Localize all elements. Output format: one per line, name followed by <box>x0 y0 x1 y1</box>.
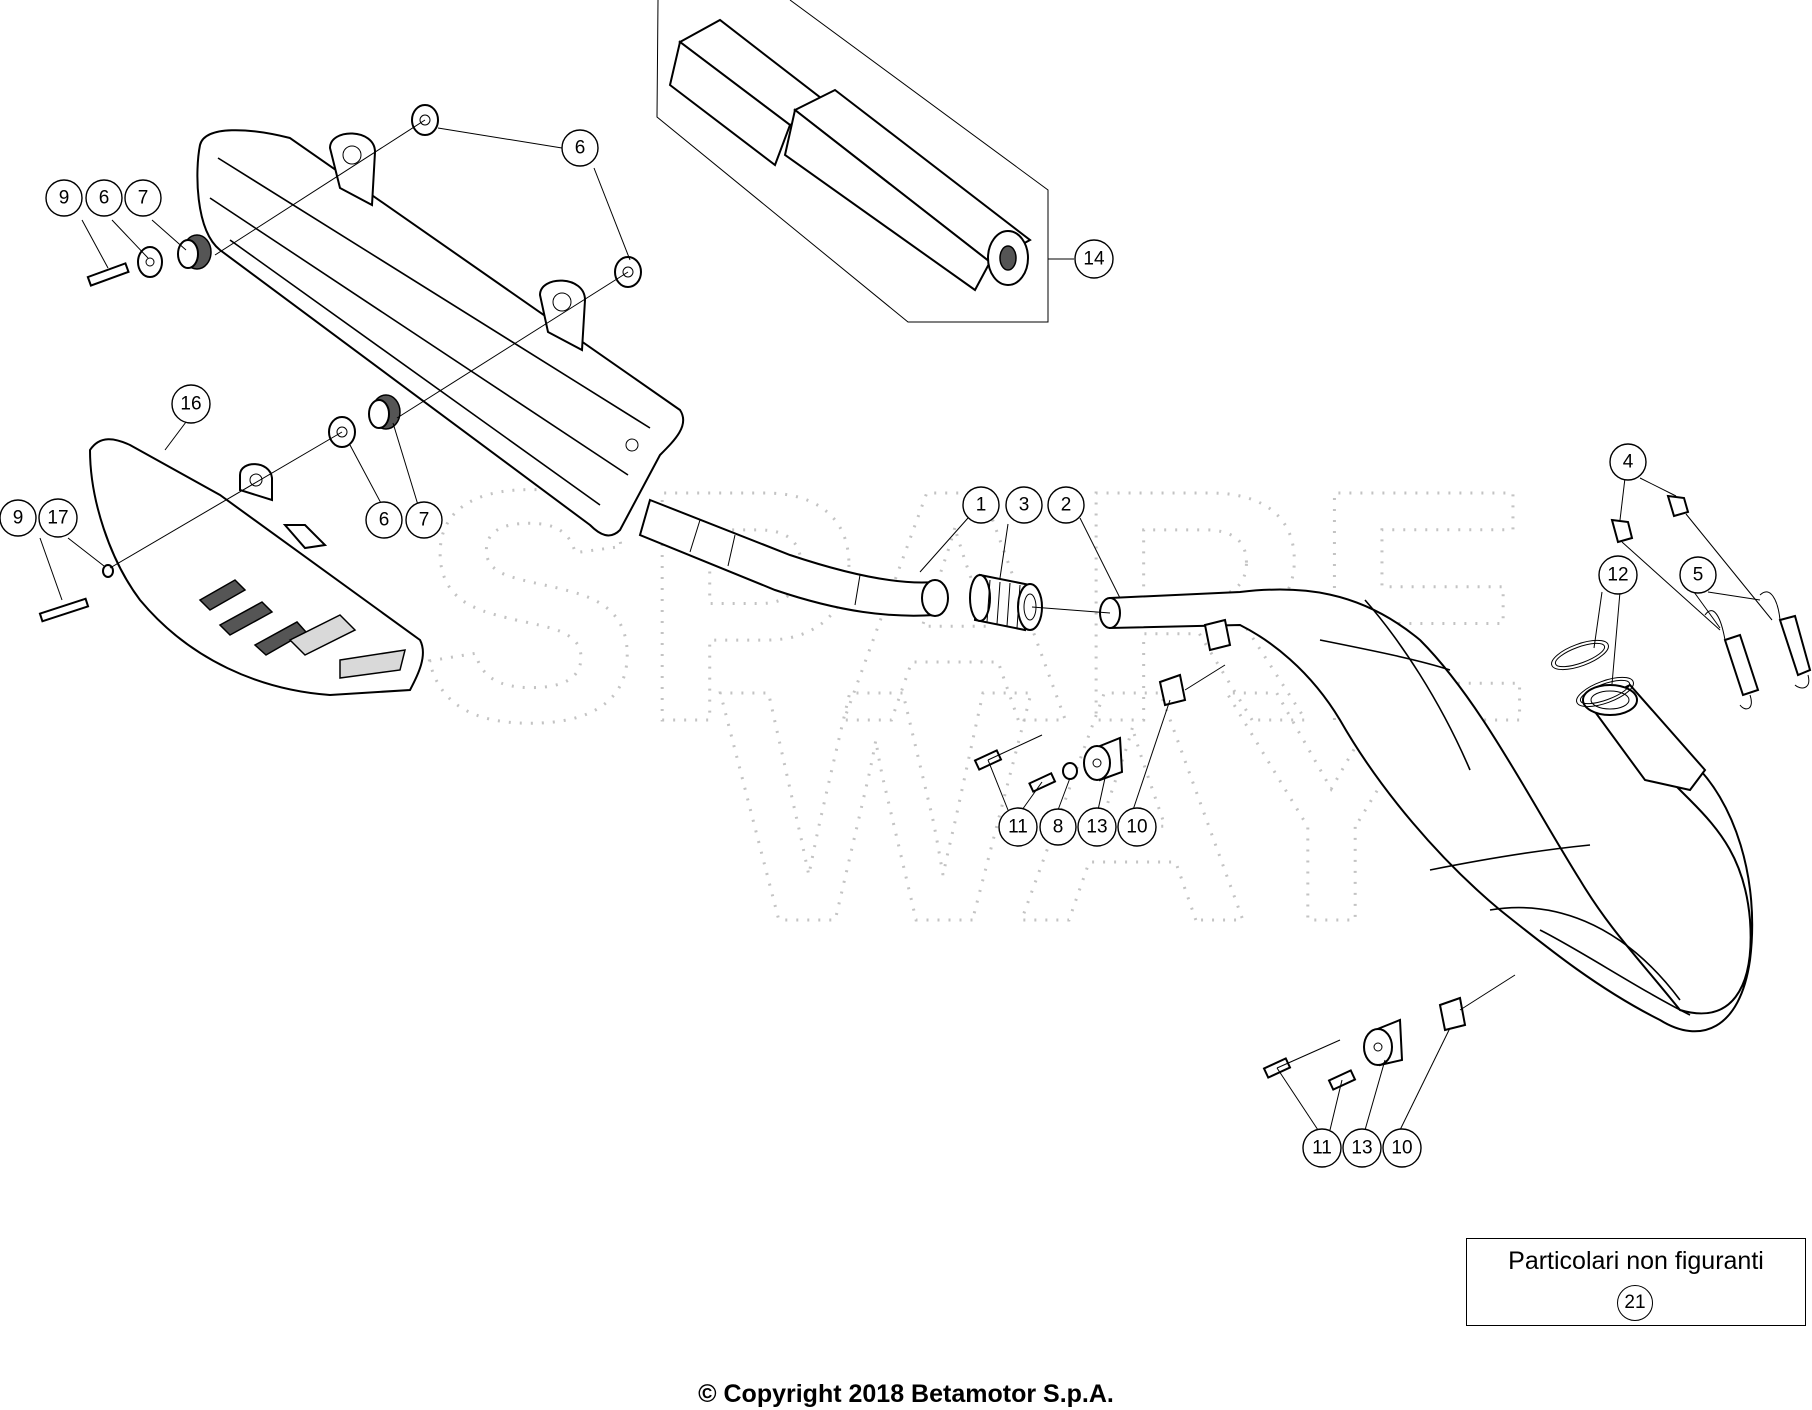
callout-4[interactable]: 4 <box>1609 443 1647 481</box>
callout-label: 1 <box>976 495 987 516</box>
callout-label: 7 <box>419 510 430 531</box>
callout-21[interactable]: 21 <box>1617 1285 1653 1321</box>
callout-7[interactable]: 7 <box>405 501 443 539</box>
non-illustrated-parts-box: Particolari non figuranti 21 <box>1466 1238 1806 1326</box>
callout-label: 10 <box>1391 1138 1412 1159</box>
callout-3[interactable]: 3 <box>1005 486 1043 524</box>
callout-11[interactable]: 11 <box>998 807 1038 847</box>
packing-kit <box>656 0 1074 323</box>
callout-label: 2 <box>1061 495 1072 516</box>
hardware <box>38 104 1467 1091</box>
callout-label: 5 <box>1693 565 1704 586</box>
callout-label: 13 <box>1086 817 1107 838</box>
callout-label: 14 <box>1083 249 1105 270</box>
callout-1[interactable]: 1 <box>962 486 1000 524</box>
callout-10[interactable]: 10 <box>1117 807 1157 847</box>
non-illustrated-parts-title: Particolari non figuranti <box>1508 1247 1764 1275</box>
callout-label: 11 <box>1312 1138 1332 1159</box>
callout-11[interactable]: 11 <box>1302 1128 1342 1168</box>
callout-label: 6 <box>99 188 110 209</box>
copyright-notice: © Copyright 2018 Betamotor S.p.A. <box>698 1380 1114 1408</box>
callout-label: 13 <box>1351 1138 1372 1159</box>
callout-6[interactable]: 6 <box>85 179 123 217</box>
callout-17[interactable]: 17 <box>38 498 78 538</box>
callout-label: 11 <box>1008 817 1028 838</box>
callout-label: 3 <box>1019 495 1030 516</box>
callout-label: 16 <box>180 394 201 415</box>
springs <box>1551 494 1812 710</box>
coupling <box>969 573 1043 632</box>
callout-9[interactable]: 9 <box>0 499 37 537</box>
callout-5[interactable]: 5 <box>1679 556 1717 594</box>
callout-label: 7 <box>138 188 149 209</box>
callout-label: 17 <box>47 508 68 529</box>
callout-9[interactable]: 9 <box>45 179 83 217</box>
heat-guard <box>88 438 424 697</box>
callout-label: 6 <box>379 510 390 531</box>
callout-label: 4 <box>1623 452 1634 473</box>
callout-8[interactable]: 8 <box>1039 808 1077 846</box>
callout-label: 10 <box>1126 817 1147 838</box>
callout-label: 6 <box>575 138 586 159</box>
leader-lines <box>39 119 1773 1131</box>
callout-12[interactable]: 12 <box>1598 555 1638 595</box>
callout-label: 9 <box>13 508 24 529</box>
callout-16[interactable]: 16 <box>171 384 211 424</box>
callout-label: 12 <box>1607 565 1628 586</box>
callout-7[interactable]: 7 <box>124 179 162 217</box>
callout-6[interactable]: 6 <box>365 501 403 539</box>
expansion-chamber <box>1099 588 1754 1033</box>
callout-label: 9 <box>59 188 70 209</box>
callout-10[interactable]: 10 <box>1382 1128 1422 1168</box>
callout-14[interactable]: 14 <box>1074 239 1114 279</box>
silencer <box>196 129 949 617</box>
callout-2[interactable]: 2 <box>1047 486 1085 524</box>
callout-6[interactable]: 6 <box>561 129 599 167</box>
callouts: 9 6 7 6 14 16 9 17 6 7 1 3 2 4 5 12 11 8… <box>0 129 1717 1168</box>
callout-label: 8 <box>1053 817 1064 838</box>
callout-13[interactable]: 13 <box>1342 1128 1382 1168</box>
callout-13[interactable]: 13 <box>1077 807 1117 847</box>
